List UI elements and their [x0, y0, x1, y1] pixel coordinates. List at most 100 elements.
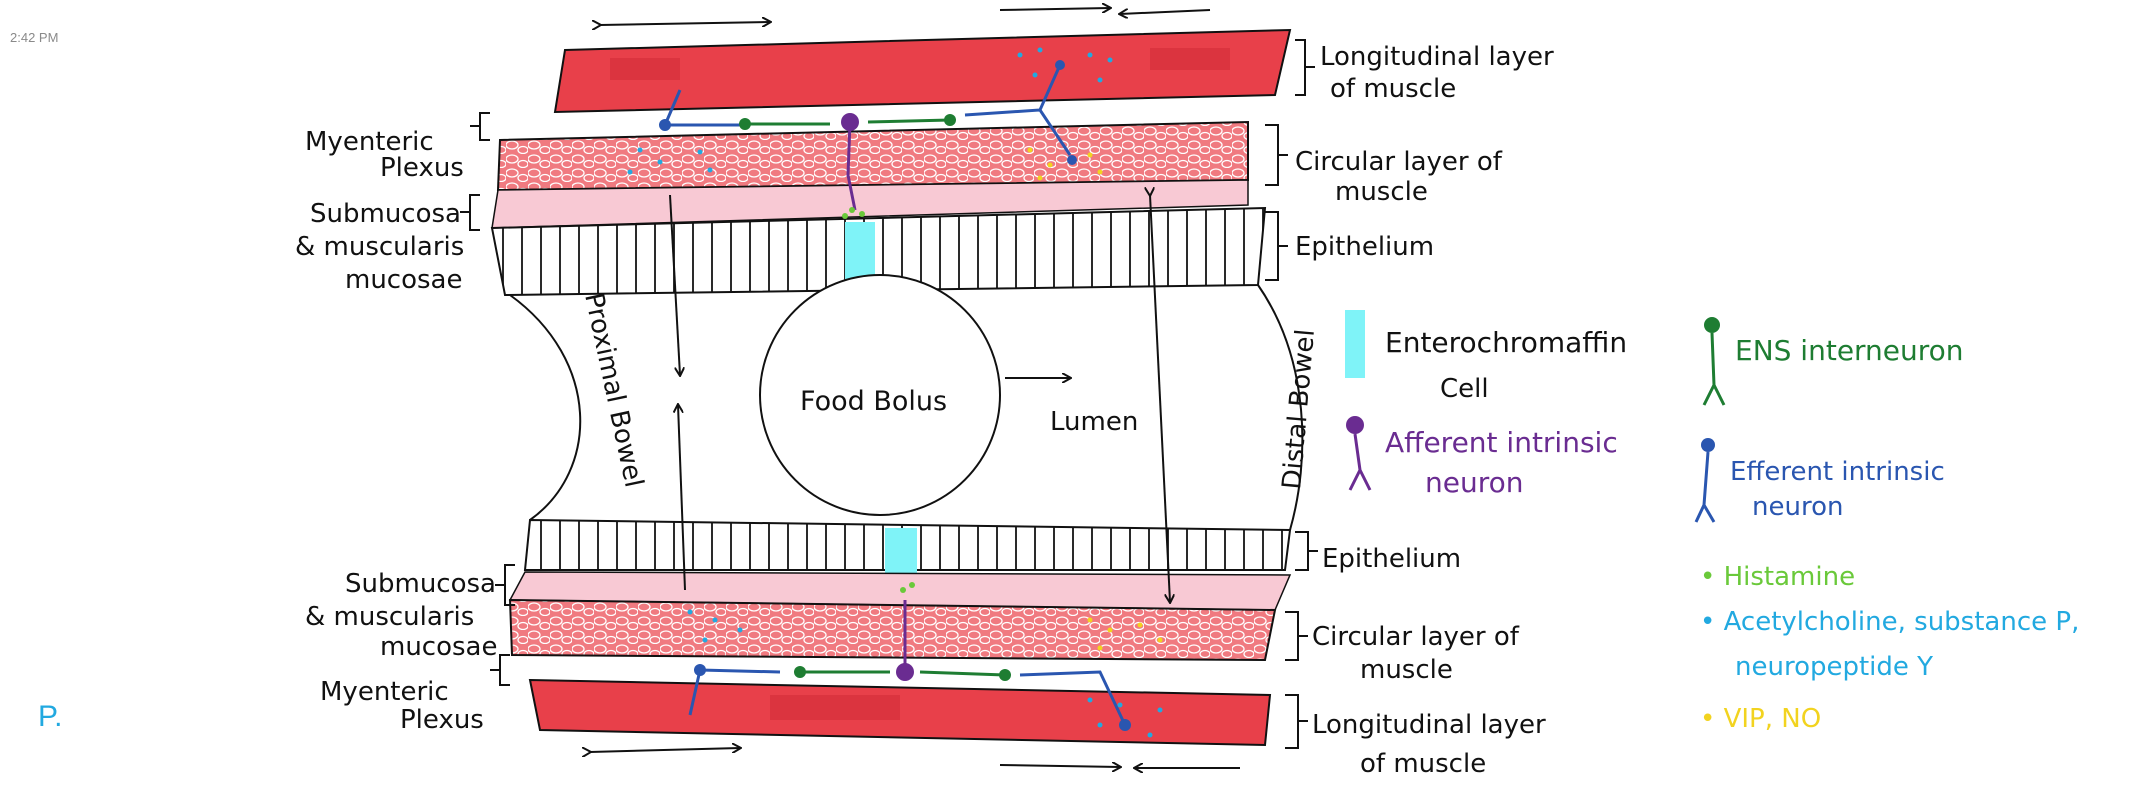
- arrow-top-left: [600, 22, 770, 25]
- bottom-efferent-right: [1019, 670, 1127, 726]
- legend-ec-1: Enterochromaffin: [1385, 326, 1627, 359]
- arrow-top-right-b: [1120, 10, 1211, 14]
- label-longitudinal-top-2: of muscle: [1330, 74, 1456, 104]
- top-interneuron-right-soma: [944, 114, 956, 126]
- label-circular-top-1: Circular layer of: [1295, 147, 1503, 177]
- bottom-interneuron-right: [919, 670, 1006, 677]
- label-proximal: Proximal Bowel: [578, 290, 649, 490]
- bracket-myenteric-top: [470, 112, 490, 141]
- bracket-longitudinal-bottom: [1285, 694, 1308, 749]
- bottom-afferent-soma: [896, 663, 914, 681]
- label-submucosa-bottom-3: mucosae: [380, 632, 497, 662]
- bracket-epithelium-top: [1265, 211, 1288, 281]
- vip-dots-top: [1027, 147, 1103, 181]
- bottom-longitudinal-highlight: [770, 695, 900, 720]
- legend-ec-2: Cell: [1440, 374, 1489, 404]
- arrow-relax: [1150, 195, 1170, 602]
- label-myenteric-bottom-2: Plexus: [400, 705, 484, 735]
- legend: Enterochromaffin Cell Afferent intrinsic…: [1345, 310, 2079, 734]
- label-longitudinal-bottom-1: Longitudinal layer: [1312, 710, 1546, 740]
- food-bolus: [759, 274, 1001, 516]
- bottom-ec-cell: [885, 528, 917, 578]
- arrow-contract-up: [678, 405, 686, 591]
- label-submucosa-top-1: Submucosa: [310, 199, 461, 229]
- top-interneuron-left-soma: [739, 118, 751, 130]
- label-longitudinal-bottom-2: of muscle: [1360, 749, 1486, 779]
- legend-interneuron-icon: [1702, 317, 1726, 406]
- acetylcholine-dots-top: [627, 47, 1113, 175]
- bracket-epithelium-bottom: [1295, 531, 1318, 571]
- bottom-circular-muscle: [508, 598, 1277, 662]
- arrows: [590, 8, 1240, 768]
- label-myenteric-top-1: Myenteric: [305, 127, 434, 157]
- arrow-top-right-a: [999, 8, 1110, 10]
- bracket-circular-top: [1265, 124, 1288, 186]
- legend-efferent-1: Efferent intrinsic: [1730, 457, 1945, 487]
- legend-efferent-2: neuron: [1752, 492, 1843, 522]
- top-interneuron-right: [867, 118, 951, 124]
- label-epithelium-top: Epithelium: [1295, 232, 1434, 262]
- label-longitudinal-top-1: Longitudinal layer: [1320, 42, 1554, 72]
- top-circular-muscle: [496, 120, 1249, 192]
- bottom-interneuron-right-soma: [999, 669, 1011, 681]
- label-epithelium-bottom: Epithelium: [1322, 544, 1461, 574]
- legend-afferent-2: neuron: [1425, 466, 1524, 499]
- top-efferent-right-terminal: [1067, 155, 1077, 165]
- brackets: [460, 39, 1318, 749]
- legend-histamine: • Histamine: [1700, 562, 1855, 592]
- top-efferent-left-soma: [659, 119, 671, 131]
- arrow-contract-down: [669, 194, 680, 375]
- top-longitudinal-highlight: [610, 58, 680, 80]
- top-submucosa: [491, 179, 1249, 229]
- legend-ec-swatch: [1345, 310, 1365, 378]
- left-labels: Myenteric Plexus Submucosa & muscularis …: [295, 127, 497, 735]
- top-afferent: [846, 121, 857, 211]
- bracket-longitudinal-top: [1295, 39, 1315, 96]
- label-circular-bottom-2: muscle: [1360, 655, 1453, 685]
- bracket-submucosa-bottom: [495, 564, 515, 606]
- bottom-neurons: [688, 600, 1131, 731]
- legend-interneuron: ENS interneuron: [1735, 334, 1964, 367]
- top-wall: [490, 28, 1292, 297]
- legend-acetylcholine-1: • Acetylcholine, substance P,: [1700, 607, 2079, 637]
- top-longitudinal-muscle: [553, 28, 1292, 114]
- top-efferent-right-soma: [1055, 60, 1065, 70]
- top-neurons: [659, 60, 1077, 211]
- corner-mark: P.: [38, 700, 63, 733]
- label-lumen: Lumen: [1050, 407, 1138, 437]
- bottom-interneuron-left-soma: [794, 666, 806, 678]
- proximal-outline: [509, 294, 582, 521]
- label-submucosa-top-3: mucosae: [345, 265, 462, 295]
- label-circular-top-2: muscle: [1335, 177, 1428, 207]
- timestamp: 2:42 PM: [10, 30, 59, 45]
- legend-acetylcholine-2: neuropeptide Y: [1735, 652, 1933, 682]
- histamine-dots: [842, 207, 915, 593]
- arrow-bottom-right-a: [999, 765, 1120, 767]
- bottom-efferent-left-soma: [694, 664, 706, 676]
- legend-afferent-icon: [1346, 416, 1372, 491]
- label-food-bolus: Food Bolus: [800, 386, 947, 417]
- label-submucosa-bottom-1: Submucosa: [345, 569, 496, 599]
- bracket-circular-bottom: [1285, 611, 1308, 661]
- bracket-submucosa-top: [460, 194, 480, 231]
- neurotransmitter-dots: [627, 47, 1163, 738]
- label-myenteric-top-2: Plexus: [380, 153, 464, 183]
- arrow-bottom-left: [590, 748, 740, 752]
- legend-vip: • VIP, NO: [1700, 704, 1821, 734]
- top-efferent-right: [964, 64, 1072, 156]
- distal-outline: [1257, 284, 1304, 531]
- label-submucosa-bottom-2: & muscularis: [305, 602, 474, 632]
- label-distal: Distal Bowel: [1277, 328, 1321, 491]
- vip-dots-bottom: [1087, 617, 1163, 651]
- top-longitudinal-highlight-2: [1150, 48, 1230, 70]
- bracket-myenteric-bottom: [490, 654, 510, 686]
- legend-afferent-1: Afferent intrinsic: [1385, 426, 1618, 459]
- legend-efferent-icon: [1694, 438, 1716, 523]
- acetylcholine-dots-bottom: [687, 609, 1163, 738]
- label-circular-bottom-1: Circular layer of: [1312, 622, 1520, 652]
- right-labels: Longitudinal layer of muscle Circular la…: [1295, 42, 1554, 779]
- bottom-efferent-left: [688, 668, 781, 716]
- bottom-efferent-right-soma: [1119, 719, 1131, 731]
